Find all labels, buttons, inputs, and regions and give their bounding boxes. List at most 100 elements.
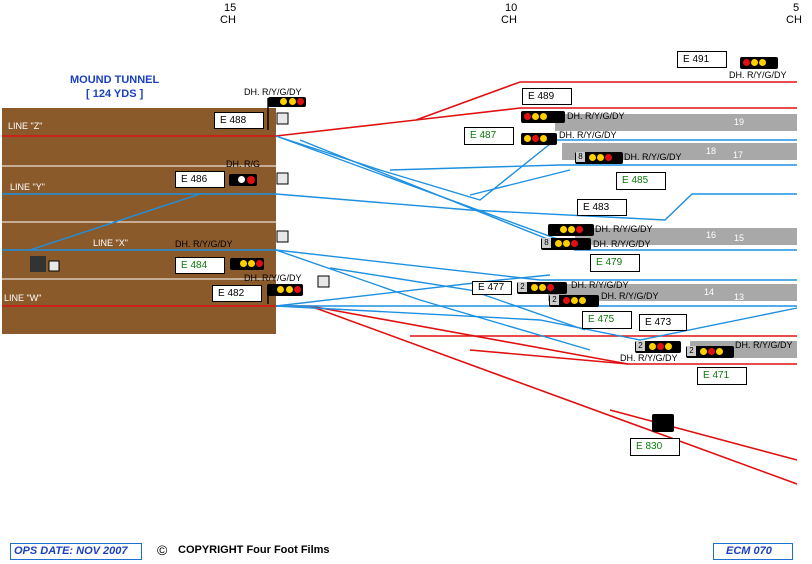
- line-label-z: LINE "Z": [8, 121, 43, 131]
- signal-lamp-icon: [657, 343, 664, 350]
- signal-box-e830: E 830: [630, 438, 680, 456]
- signal-lamp-icon: [589, 154, 596, 161]
- signal-lamp-icon: [571, 297, 578, 304]
- ops-date: OPS DATE: NOV 2007: [10, 543, 142, 560]
- signal-lamp-icon: [297, 98, 304, 105]
- signal-head-e491: [740, 57, 778, 69]
- aspect-label: DH. R/Y/G/DY: [571, 280, 629, 290]
- signal-head-e477: 2: [517, 282, 567, 294]
- signal-box-e482: E 482: [212, 285, 262, 302]
- signal-lamp-icon: [700, 348, 707, 355]
- signal-box-e471: E 471: [697, 367, 747, 385]
- chainage-unit: CH: [786, 14, 802, 26]
- signal-lamp-icon: [524, 113, 531, 120]
- signal-lamp-icon: [665, 343, 672, 350]
- chainage-unit: CH: [501, 14, 517, 26]
- signal-lamp-icon: [524, 135, 531, 142]
- aspect-label: DH. R/Y/G/DY: [729, 70, 787, 80]
- signal-lamp-icon: [759, 59, 766, 66]
- signal-lamp-icon: [531, 284, 538, 291]
- platform-number: 15: [734, 233, 745, 243]
- signal-lamp-icon: [547, 284, 554, 291]
- signal-box-e485: E 485: [616, 172, 666, 190]
- signal-lamp-icon: [563, 240, 570, 247]
- signal-lamp-icon: [576, 226, 583, 233]
- line-label-x: LINE "X": [93, 238, 128, 248]
- aspect-label: DH. R/Y/G/DY: [593, 239, 651, 249]
- signal-lamp-icon: [597, 154, 604, 161]
- line-label-w: LINE "W": [4, 293, 42, 303]
- signal-head-e473: 2: [635, 341, 681, 353]
- signal-lamp-icon: [247, 176, 255, 184]
- platform-number: 17: [733, 150, 744, 160]
- signal-lamp-icon: [540, 113, 547, 120]
- signal-lamp-icon: [277, 286, 284, 293]
- signal-lamp-icon: [563, 297, 570, 304]
- signal-head-e488: [268, 97, 306, 107]
- chainage-10: 10 CH: [501, 2, 518, 26]
- signal-lamp-icon: [256, 260, 263, 267]
- copyright-text: COPYRIGHT Four Foot Films: [178, 544, 330, 556]
- signal-head-e485: 8: [575, 152, 623, 164]
- aspect-label: DH. R/G: [226, 159, 261, 169]
- route-indicator: 2: [518, 282, 527, 292]
- chainage-15: 15 CH: [220, 2, 237, 26]
- signal-lamp-icon: [743, 59, 750, 66]
- chainage-5: 5 CH: [786, 2, 802, 26]
- signal-lamp-icon: [240, 260, 247, 267]
- aspect-label: DH. R/Y/G/DY: [620, 353, 678, 363]
- tunnel-length: [ 124 YDS ]: [86, 88, 144, 100]
- chainage-number: 5: [792, 2, 800, 14]
- aspect-label: DH. R/Y/G/DY: [595, 224, 653, 234]
- signal-box-e475: E 475: [582, 311, 632, 329]
- signal-lamp-icon: [294, 286, 301, 293]
- signal-lamp-icon: [539, 284, 546, 291]
- aspect-label: DH. R/Y/G/DY: [175, 239, 233, 249]
- chainage-unit: CH: [220, 14, 236, 26]
- platform-number: 18: [706, 146, 717, 156]
- signal-lamp-icon: [555, 240, 562, 247]
- aspect-label: DH. R/Y/G/DY: [735, 340, 793, 350]
- route-indicator: 2: [687, 346, 696, 356]
- signal-head-e483: [548, 224, 594, 236]
- signal-lamp-icon: [751, 59, 758, 66]
- position-light-boxes: [48, 112, 330, 288]
- signal-lamp-icon: [649, 343, 656, 350]
- signal-box-e488: E 488: [214, 112, 264, 129]
- route-indicator: 2: [636, 341, 645, 351]
- signal-head-e489: [521, 111, 565, 123]
- signal-lamp-icon: [571, 240, 578, 247]
- signal-lamp-icon: [286, 286, 293, 293]
- aspect-label: DH. R/Y/G/DY: [601, 291, 659, 301]
- platform-number: 19: [734, 117, 745, 127]
- signal-head-ground: [30, 256, 46, 272]
- signal-box-e487: E 487: [464, 127, 514, 145]
- signal-lamp-icon: [238, 176, 245, 183]
- signal-box-e479: E 479: [590, 254, 640, 272]
- route-indicator: 2: [550, 295, 559, 305]
- chainage-number: 10: [505, 2, 518, 14]
- route-indicator: 8: [542, 238, 551, 248]
- diagram-reference: ECM 070: [713, 543, 793, 560]
- signal-box-e484: E 484: [175, 257, 225, 274]
- platform-number: 14: [704, 287, 715, 297]
- chainage-number: 15: [224, 2, 237, 14]
- aspect-label: DH. R/Y/G/DY: [559, 130, 617, 140]
- line-label-y: LINE "Y": [10, 182, 45, 192]
- tunnel-name: MOUND TUNNEL: [70, 74, 160, 86]
- signal-head-e471: 2: [686, 346, 734, 358]
- signal-head-e830: [652, 414, 674, 432]
- aspect-label: DH. R/Y/G/DY: [624, 152, 682, 162]
- signal-lamp-icon: [708, 348, 715, 355]
- signal-box-e486: E 486: [175, 171, 225, 188]
- signal-lamp-icon: [560, 226, 567, 233]
- signal-box-e483: E 483: [577, 199, 627, 216]
- blue-tracks: [2, 135, 798, 351]
- signal-lamp-icon: [605, 154, 612, 161]
- signal-lamp-icon: [289, 98, 296, 105]
- aspect-label: DH. R/Y/G/DY: [567, 111, 625, 121]
- signal-head-e484: [230, 258, 264, 270]
- signal-box-e477: E 477: [472, 281, 512, 295]
- signal-box-e473: E 473: [639, 314, 687, 331]
- signal-lamp-icon: [716, 348, 723, 355]
